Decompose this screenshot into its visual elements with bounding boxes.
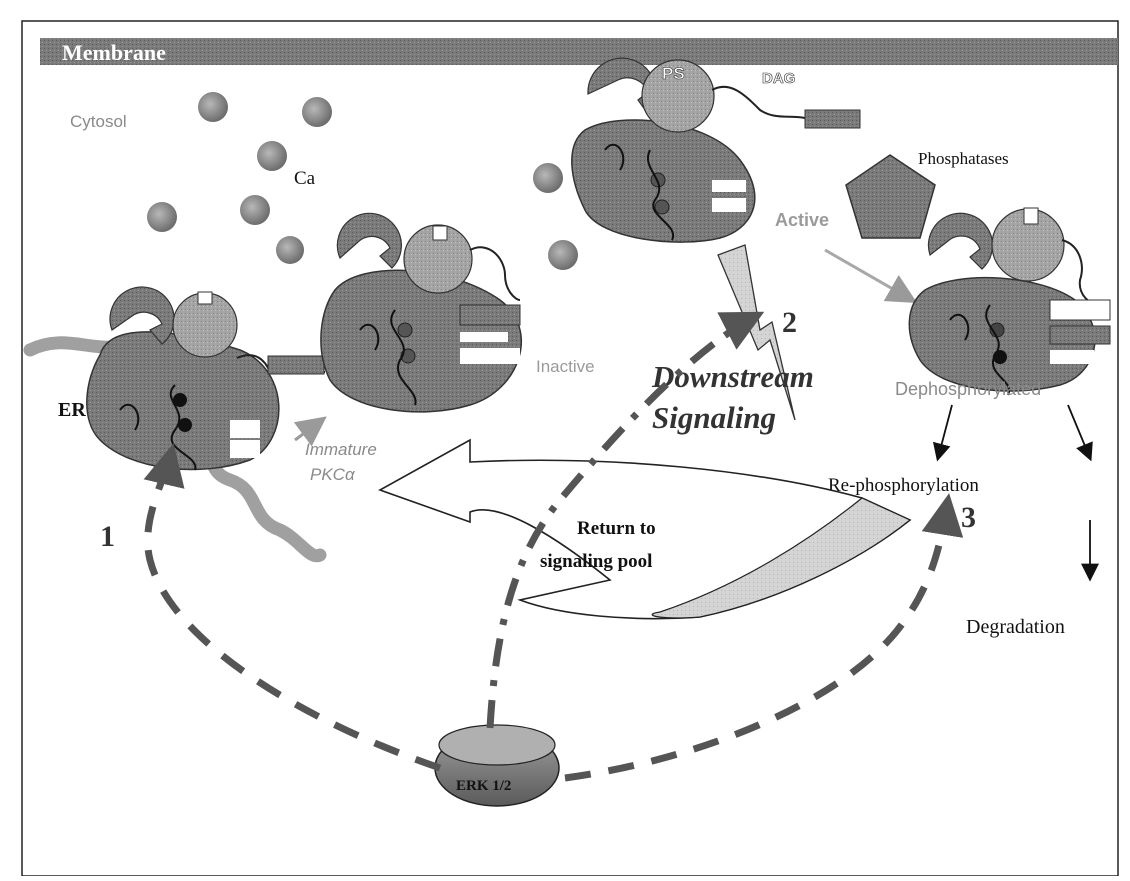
ps-label: PS: [662, 64, 685, 83]
erk-label: ERK 1/2: [456, 778, 511, 794]
pkc-er-bound: [87, 287, 325, 470]
step-2-label: 2: [782, 306, 797, 339]
to-degradation-arrow-1: [1068, 405, 1090, 458]
to-rephosphorylation-arrow: [938, 405, 952, 458]
step-1-label: 1: [100, 520, 115, 553]
ca-label: Ca: [294, 168, 316, 189]
erk-to-step1-path: [148, 450, 440, 768]
immature-label-line1: Immature: [305, 440, 377, 459]
calcium-ion: [302, 97, 332, 127]
pkc-dephosphorylated: [909, 208, 1110, 395]
er-label: ER: [58, 399, 86, 421]
calcium-ion: [533, 163, 563, 193]
rephosphorylation-label: Re-phosphorylation: [828, 475, 979, 496]
return-label-line1: Return to: [577, 518, 656, 539]
calcium-ion: [548, 240, 578, 270]
downstream-label-line2: Signaling: [652, 400, 776, 435]
phosphatases-label: Phosphatases: [918, 149, 1009, 168]
step-3-label: 3: [961, 501, 976, 534]
calcium-ion: [198, 92, 228, 122]
cytosol-label: Cytosol: [70, 112, 127, 131]
pkc-cytosolic-inactive: [321, 213, 521, 412]
dephosphorylated-label: Dephosphorylated: [895, 379, 1041, 399]
dag-label: DAG: [762, 70, 795, 87]
calcium-ion: [276, 236, 304, 264]
downstream-label-line1: Downstream: [651, 359, 814, 394]
maturation-arrow: [295, 420, 322, 440]
calcium-ion: [257, 141, 287, 171]
degradation-label: Degradation: [966, 616, 1065, 638]
calcium-ion: [147, 202, 177, 232]
membrane-band: [40, 38, 1118, 65]
dephosphorylation-arrow: [825, 250, 912, 300]
calcium-ion: [240, 195, 270, 225]
calcium-ions: [147, 92, 578, 270]
membrane-label: Membrane: [62, 40, 166, 65]
return-label-line2: signaling pool: [540, 551, 652, 572]
immature-label-line2: PKCα: [310, 465, 356, 484]
active-label: Active: [775, 210, 829, 230]
inactive-label: Inactive: [536, 357, 595, 376]
